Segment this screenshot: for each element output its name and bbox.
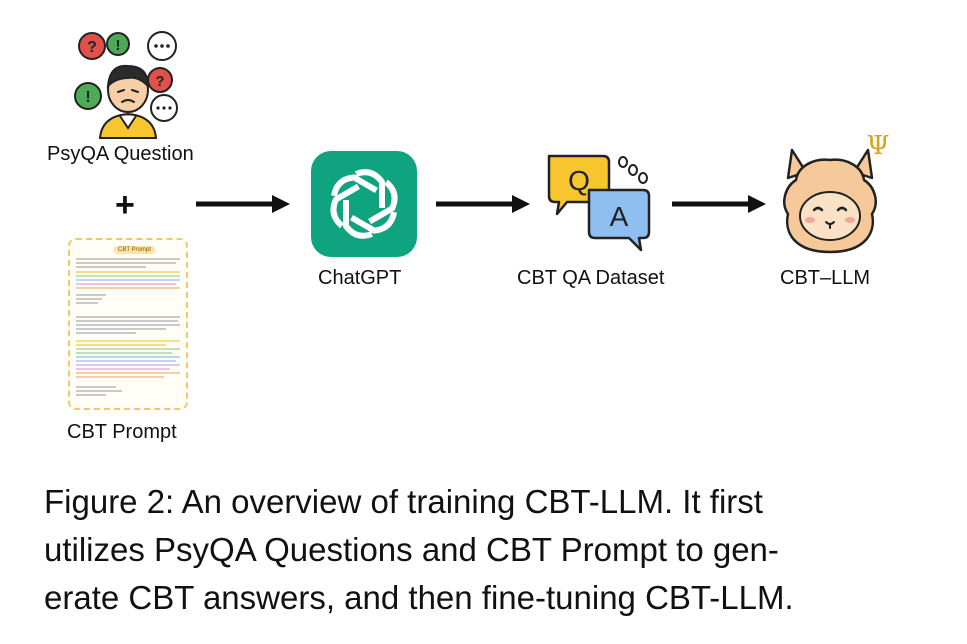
doc-line-highlight xyxy=(76,283,176,285)
arrow-right-icon xyxy=(196,195,290,213)
alpaca-llm-icon: Ψ xyxy=(783,131,890,254)
doc-line-highlight xyxy=(76,356,180,358)
doc-line-highlight xyxy=(76,279,180,281)
doc-line xyxy=(76,316,180,318)
svg-text:!: ! xyxy=(85,89,90,106)
psi-symbol: Ψ xyxy=(867,131,890,161)
caption-line-2: utilizes PsyQA Questions and CBT Prompt … xyxy=(44,531,779,568)
doc-line-highlight xyxy=(76,348,180,350)
svg-text:?: ? xyxy=(155,73,164,90)
arrow-right-icon xyxy=(672,195,766,213)
doc-line-highlight xyxy=(76,376,164,378)
doc-line xyxy=(76,386,116,388)
cbt-prompt-doc-title: CBT Prompt xyxy=(114,246,155,254)
figure-caption: Figure 2: An overview of training CBT-LL… xyxy=(44,478,934,622)
psyqa-question-label: PsyQA Question xyxy=(47,143,194,165)
doc-line-highlight xyxy=(76,271,180,273)
doc-line-highlight xyxy=(76,372,180,374)
doc-line-highlight xyxy=(76,368,170,370)
caption-line-3: erate CBT answers, and then fine-tuning … xyxy=(44,579,794,616)
doc-line xyxy=(76,298,102,300)
doc-line xyxy=(76,266,146,268)
qa-bubbles-icon: Q A xyxy=(547,154,651,252)
doc-line-highlight xyxy=(76,287,180,289)
doc-line-highlight xyxy=(76,364,180,366)
doc-line xyxy=(76,332,136,334)
doc-line xyxy=(76,320,178,322)
svg-text:?: ? xyxy=(87,39,97,56)
doc-line xyxy=(76,328,166,330)
doc-line-highlight xyxy=(76,344,166,346)
doc-line xyxy=(76,294,106,296)
chatgpt-logo-icon xyxy=(311,151,417,257)
doc-line xyxy=(76,394,106,396)
doc-line xyxy=(76,390,122,392)
psyqa-question-icon: ? ! ! ? xyxy=(74,31,178,139)
doc-line xyxy=(76,258,180,260)
doc-line-highlight xyxy=(76,360,176,362)
qa-q-letter: Q xyxy=(568,165,590,196)
doc-line xyxy=(76,302,98,304)
caption-line-1: Figure 2: An overview of training CBT-LL… xyxy=(44,483,763,520)
cbt-prompt-label: CBT Prompt xyxy=(67,421,177,443)
cbt-prompt-document: CBT Prompt xyxy=(68,238,188,410)
doc-line-highlight xyxy=(76,340,180,342)
doc-line xyxy=(76,324,180,326)
plus-symbol: + xyxy=(115,186,135,224)
svg-text:!: ! xyxy=(116,37,121,54)
cbt-qa-dataset-label: CBT QA Dataset xyxy=(517,267,665,289)
arrow-right-icon xyxy=(436,195,530,213)
cbt-llm-label: CBT–LLM xyxy=(780,267,871,289)
qa-a-letter: A xyxy=(610,201,629,232)
doc-line xyxy=(76,262,176,264)
doc-line-highlight xyxy=(76,352,172,354)
doc-line-highlight xyxy=(76,275,180,277)
chatgpt-label: ChatGPT xyxy=(318,267,402,289)
